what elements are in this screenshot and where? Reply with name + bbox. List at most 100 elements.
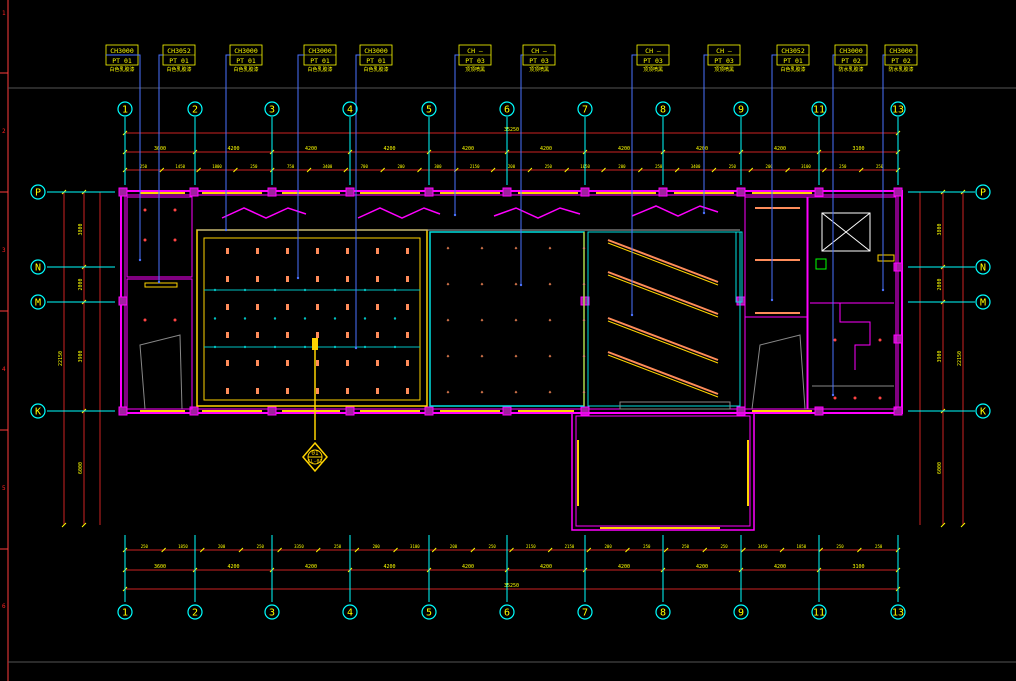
downlight: ✦ (446, 352, 451, 360)
column-bubble-bottom (655, 604, 671, 620)
column-bubble-bottom (890, 604, 906, 620)
column-bubble-top (421, 101, 437, 117)
ceiling-tag-material: PT 03 (465, 57, 485, 65)
ceiling-tag-leader-end (702, 211, 706, 215)
dimension-value: 3100 (852, 564, 864, 570)
dimension-tick (509, 547, 514, 553)
grid-lines (47, 117, 975, 602)
downlight-point (143, 238, 147, 242)
dimension-value: 2150 (565, 544, 575, 549)
section-marker[interactable]: 01 CL-01 (302, 338, 328, 473)
column-bubble-bottom (342, 604, 358, 620)
ceiling-tag-note: 顶顶喷黑 (465, 66, 485, 73)
column-label: 3 (269, 105, 275, 116)
margin-number: 4 (2, 366, 6, 373)
downlight-point (173, 238, 177, 242)
ceiling-tag-leader (771, 54, 777, 300)
downlight: ✦ (446, 280, 451, 288)
rail-light (363, 288, 367, 292)
ceiling-light (376, 276, 379, 282)
dimension-value: 3100 (852, 146, 864, 152)
ceiling-tag-leader-end (881, 288, 885, 292)
dimension-value: 200 (218, 544, 226, 549)
ceiling-tag-leader-end (630, 313, 634, 317)
dimension-value: 1850 (178, 544, 188, 549)
downlight: ✦ (582, 316, 587, 324)
dimension-value: 2000 (937, 278, 943, 290)
column-label: 8 (660, 608, 666, 619)
ceiling-light (346, 360, 349, 366)
downlight: ✦ (548, 244, 553, 252)
ceiling-light (256, 360, 259, 366)
dimension-value: 4200 (383, 146, 395, 152)
dimension-value: 4200 (305, 146, 317, 152)
ceiling-tag-leader (631, 54, 637, 315)
ceiling-light (256, 248, 259, 254)
dimension-tick (785, 167, 790, 173)
ceiling-tag-code: CH3000 (110, 47, 134, 55)
ceiling-tag-code: CH — (645, 47, 661, 55)
dimension-value: 1850 (797, 544, 807, 549)
ceiling-light (406, 248, 409, 254)
column-bubble-top (577, 101, 593, 117)
ceiling-light (226, 304, 229, 310)
row-label: K (980, 407, 986, 418)
downlight: ✦ (582, 280, 587, 288)
rail-light (213, 317, 217, 320)
dimension-value: 4200 (696, 564, 708, 570)
dimension-value: 4200 (227, 564, 239, 570)
dimension-value: 4200 (227, 146, 239, 152)
column-bubble-top (187, 101, 203, 117)
column-label: 7 (582, 608, 588, 619)
ceiling-tag-leader (106, 54, 141, 260)
rail-light (303, 345, 307, 349)
ceiling-light (286, 276, 289, 282)
row-bubble-left (30, 184, 46, 200)
dimension-value: 200 (766, 164, 774, 169)
column-label: 13 (892, 105, 904, 116)
column-bubble-bottom (577, 604, 593, 620)
downlight: ✦ (548, 388, 553, 396)
dimension-value: 4200 (774, 146, 786, 152)
row-bubble-right (975, 259, 991, 275)
downlight-point (878, 396, 882, 400)
dimension-tick (748, 167, 754, 173)
dimension-tick (380, 167, 386, 173)
downlight: ✦ (446, 388, 451, 396)
row-bubble-left (30, 294, 46, 310)
ceiling-light (316, 304, 319, 310)
ceiling-light (376, 304, 379, 310)
ceiling-tag-leader (297, 54, 304, 278)
dimension-tick (277, 547, 282, 553)
downlight: ✦ (548, 316, 553, 324)
column-label: 6 (504, 105, 510, 116)
dimension-tick (547, 547, 553, 553)
ceiling-tag-leader (520, 54, 523, 285)
row-bubble-left (30, 259, 46, 275)
dimension-tick (315, 547, 321, 553)
ceiling-tag-leader-end (831, 393, 835, 397)
ceiling-light (376, 360, 379, 366)
dimension-value: 3900 (937, 350, 943, 362)
downlight: ✦ (446, 244, 451, 252)
ceiling-light (286, 388, 289, 394)
dimension-value: 200 (450, 544, 458, 549)
downlight: ✦ (582, 388, 587, 396)
dimension-value: 1800 (212, 164, 222, 169)
ceiling-tag-leader-end (138, 258, 142, 262)
row-label: M (980, 298, 986, 309)
rail-light (363, 345, 367, 349)
dimension-value: 250 (643, 544, 651, 549)
dimension-value: 2150 (470, 164, 480, 169)
ceiling-tag-material: PT 01 (310, 57, 330, 65)
column-label: 11 (813, 608, 825, 619)
dimension-tick (343, 167, 349, 173)
downlight: ✦ (548, 352, 553, 360)
ceiling-light (286, 360, 289, 366)
column-bubble-top (264, 101, 280, 117)
dimension-value: 3100 (410, 544, 420, 549)
